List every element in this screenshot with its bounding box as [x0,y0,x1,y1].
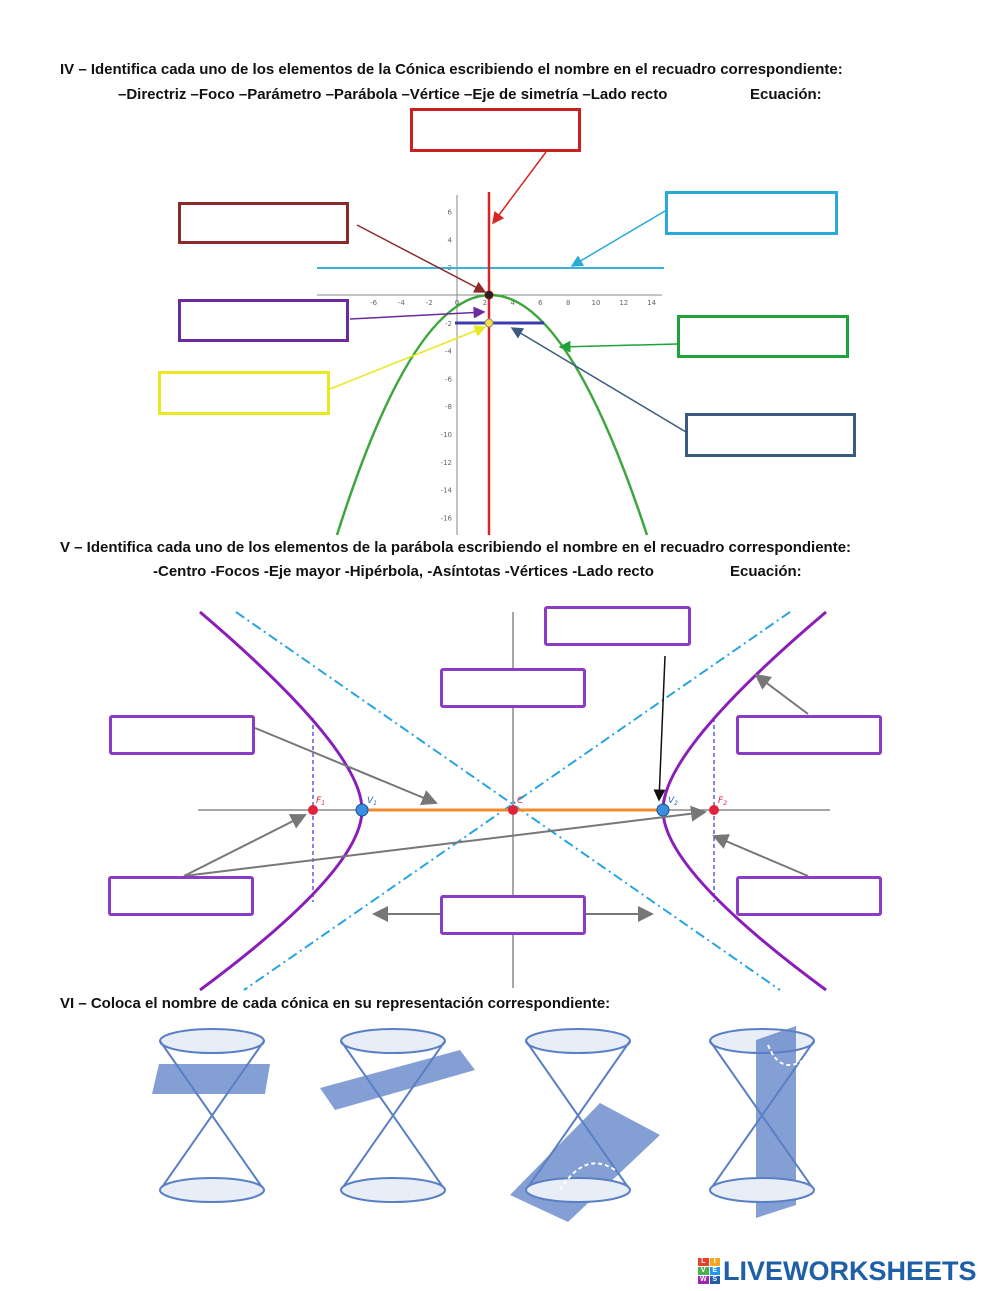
cones-figure [152,1026,815,1222]
section-iv-options: –Directriz –Foco –Parámetro –Parábola –V… [118,86,668,103]
arrow-green [558,340,678,353]
arrow-hyp-6 [712,834,809,877]
arrow-hyp-1 [254,727,438,806]
arrow-hyp-2 [653,655,666,802]
arrow-navy [510,327,687,433]
y-tick-label: 4 [448,236,453,244]
y-tick-label: 6 [448,209,453,217]
arrow-cyan [570,210,666,267]
cone-plane-horizontal [152,1064,270,1094]
section-v-equation-label: Ecuación: [730,563,802,580]
hyp-box-left-upper[interactable] [109,715,255,755]
x-tick-label: 0 [455,299,459,307]
hyp-box-left-lower[interactable] [108,876,254,916]
y-tick-label: -6 [445,375,453,383]
focus-1-point [308,805,318,815]
vertex-point [484,290,494,300]
c-label: C [517,796,524,806]
x-tick-label: -4 [398,299,406,307]
x-tick-label: 10 [592,299,601,307]
cone-circle [152,1028,270,1203]
hyp-box-right-lower[interactable] [736,876,882,916]
x-tick-label: -2 [426,299,433,307]
arrow-hyp-4 [183,814,307,877]
focus-point [484,318,494,328]
arrow-red [492,151,547,225]
hyp-box-bottom-center[interactable] [440,895,586,935]
y-tick-label: -16 [441,514,453,522]
cone-plane-parallel [510,1103,660,1222]
liveworksheets-logo-icon: L I V E W S [698,1258,720,1284]
y-tick-label: -14 [441,487,453,495]
section-v-options: -Centro -Focos -Eje mayor -Hipérbola, -A… [153,563,654,580]
hyperbola-right-branch [661,610,827,992]
y-tick-label: -8 [445,403,452,411]
answer-box-cyan[interactable] [665,191,838,235]
vertex-2-point [656,803,670,817]
vertex-1-point [355,803,369,817]
x-tick-label: 4 [510,299,515,307]
y-tick-label: -4 [445,348,453,356]
v1-label: V1 [367,796,377,807]
liveworksheets-brand: L I V E W S LIVEWORKSHEETS [698,1256,977,1286]
answer-box-yellow[interactable] [158,371,330,415]
hyperbola-left-branch [199,610,364,992]
arrow-yellow [329,325,487,390]
cone-hyperbola [709,1026,815,1218]
hyp-box-right-upper[interactable] [736,715,882,755]
x-tick-label: 6 [538,299,543,307]
section-vi-title: VI – Coloca el nombre de cada cónica en … [60,995,611,1012]
y-tick-label: -12 [441,459,452,467]
x-tick-label: 2 [483,299,487,307]
section-iv-equation-label: Ecuación: [750,86,822,103]
x-tick-label: 14 [647,299,656,307]
section-v-title: V – Identifica cada uno de los elementos… [60,539,852,556]
answer-box-green[interactable] [677,315,849,358]
x-tick-label: 8 [566,299,570,307]
answer-box-red[interactable] [410,108,581,152]
f1-label: F1 [316,796,325,807]
arrow-hyp-3 [754,673,809,715]
x-tick-label: 12 [619,299,628,307]
center-point [508,805,518,815]
parabola-curve [335,293,649,536]
v2-label: V2 [668,796,678,807]
cone-ellipse [320,1028,475,1203]
answer-box-purple[interactable] [178,299,349,342]
cone-parabola [510,1028,660,1222]
arrow-darkred [356,224,487,293]
hyp-box-top[interactable] [544,606,691,646]
liveworksheets-wordmark: LIVEWORKSHEETS [723,1255,977,1286]
answer-box-navy[interactable] [685,413,856,457]
hyp-box-upper-center[interactable] [440,668,586,708]
y-tick-label: -2 [445,320,452,328]
x-tick-label: -6 [370,299,378,307]
arrow-purple [349,306,486,320]
arrow-hyp-5 [183,805,707,877]
cone-plane-vertical [756,1026,796,1218]
y-tick-labels: 642-2-4-6-8-10-12-14-16 [441,209,453,523]
answer-box-darkred[interactable] [178,202,349,244]
focus-2-point [709,805,719,815]
section-iv-title: IV – Identifica cada uno de los elemento… [60,61,843,78]
f2-label: F2 [718,796,727,807]
cone-plane-tilted [320,1050,475,1110]
y-tick-label: -10 [441,431,452,439]
